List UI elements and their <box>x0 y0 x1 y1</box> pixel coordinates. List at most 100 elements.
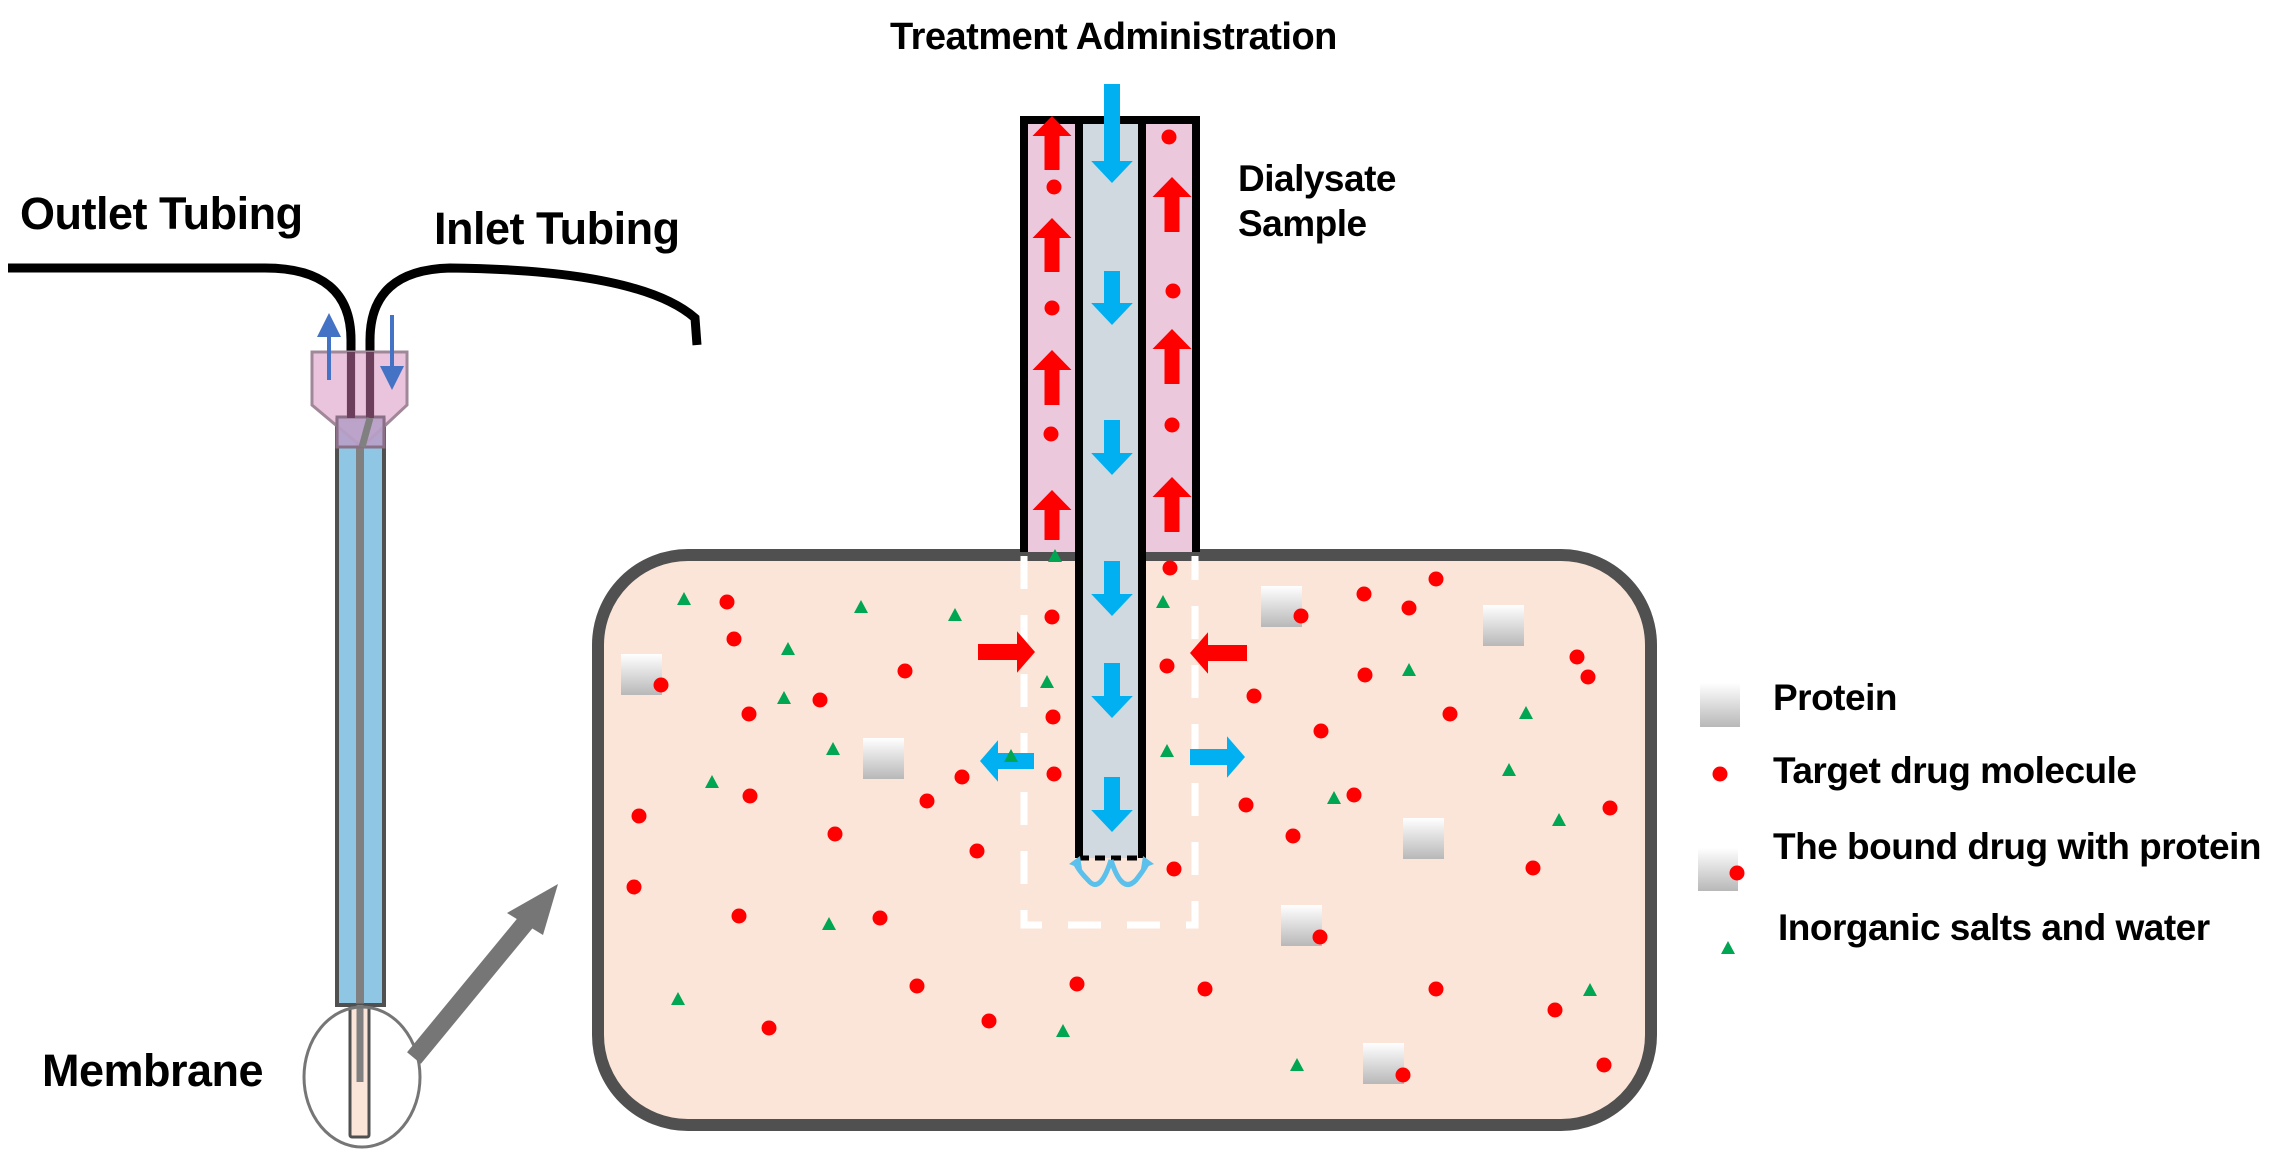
drug-molecule <box>1165 283 1181 299</box>
protein <box>1403 818 1444 859</box>
dialysate-up-arrow-icon <box>1152 177 1192 232</box>
salt-particle <box>1040 675 1054 688</box>
drug-molecule <box>1569 649 1585 665</box>
drug-molecule <box>827 826 843 842</box>
salt-particle <box>826 742 840 755</box>
perfusate-down-arrow-icon <box>1091 777 1133 832</box>
perfusate-down-arrow-icon <box>1091 561 1133 616</box>
dialysate-up-arrow-icon <box>1032 490 1072 540</box>
dialysate-up-arrow-icon <box>1032 218 1072 272</box>
legend-item-drug: Target drug molecule <box>1773 750 2137 792</box>
salt-particle <box>854 600 868 613</box>
drug-molecule <box>1313 723 1329 739</box>
bound-drug-protein <box>1363 1043 1411 1084</box>
drug-molecule <box>741 706 757 722</box>
salt-particle <box>822 917 836 930</box>
salt-particle <box>1048 549 1062 562</box>
drug-molecule <box>1046 179 1062 195</box>
inlet-tubing-label: Inlet Tubing <box>434 203 680 254</box>
salt-particle <box>1290 1058 1304 1071</box>
legend-protein-icon <box>1700 683 1740 727</box>
outlet-tubing <box>8 263 356 440</box>
drug-molecule <box>1069 976 1085 992</box>
salt-particle <box>677 592 691 605</box>
inner-tube-bend <box>358 417 374 448</box>
perfusate-out-arrow-icon <box>1190 736 1245 778</box>
perfusate-down-arrow-icon <box>1091 420 1133 475</box>
salt-particle <box>948 608 962 621</box>
drug-molecule <box>954 769 970 785</box>
salt-particle <box>1056 1024 1070 1037</box>
drug-molecule <box>1602 800 1618 816</box>
inflow-channel <box>1082 120 1139 858</box>
drug-molecule <box>897 663 913 679</box>
drug-molecule <box>1045 709 1061 725</box>
drug-molecule <box>1164 417 1180 433</box>
drug-molecule <box>1395 1067 1411 1083</box>
drug-molecule <box>872 910 888 926</box>
drug-molecule <box>1356 586 1372 602</box>
drug-molecule <box>981 1013 997 1029</box>
drug-molecule <box>1166 861 1182 877</box>
diffusion-boundary <box>1020 556 1199 929</box>
probe-cross-section <box>1020 116 1200 929</box>
drug-molecule <box>1246 688 1262 704</box>
drug-molecule <box>1159 658 1175 674</box>
legend-item-bound: The bound drug with protein <box>1773 826 2261 868</box>
protein <box>1483 605 1524 646</box>
drug-molecule <box>1162 560 1178 576</box>
drug-molecule <box>1044 300 1060 316</box>
treatment-inflow-arrow-icon <box>1091 84 1133 183</box>
legend-label-protein: Protein <box>1773 677 1897 718</box>
salt-particle <box>671 992 685 1005</box>
drug-molecule <box>653 677 669 693</box>
salt-particle <box>1156 595 1170 608</box>
drug-molecule <box>969 843 985 859</box>
drug-molecule <box>631 808 647 824</box>
outlet-tubing-label: Outlet Tubing <box>20 188 303 239</box>
salt-particle <box>1402 663 1416 676</box>
drug-molecule <box>1044 609 1060 625</box>
legend-item-protein: Protein <box>1773 677 1897 719</box>
membrane-highlight-circle <box>302 1005 422 1149</box>
legend-label-bound: The bound drug with protein <box>1773 826 2261 867</box>
drug-molecule <box>1285 828 1301 844</box>
drug-molecule <box>1312 929 1328 945</box>
drug-diffusion-in-arrow-icon <box>1190 632 1247 674</box>
drug-molecule <box>1161 129 1177 145</box>
salt-particle <box>1552 813 1566 826</box>
perfusate-down-arrow-icon <box>1091 271 1133 325</box>
drug-molecule <box>1238 797 1254 813</box>
diagram-title: Treatment Administration <box>890 16 1337 58</box>
salt-particle <box>777 691 791 704</box>
bound-drug-protein <box>621 654 669 695</box>
drug-molecule <box>626 879 642 895</box>
drug-molecule <box>742 788 758 804</box>
legend-bound-drug-icon <box>1729 865 1745 881</box>
drug-molecule <box>1547 1002 1563 1018</box>
zoom-pointer-arrow-icon <box>407 884 558 1064</box>
drug-molecule <box>1046 766 1062 782</box>
drug-molecule <box>761 1020 777 1036</box>
salt-particle <box>1004 749 1018 762</box>
perfusate-down-arrow-icon <box>1091 663 1133 718</box>
sample-label: Sample <box>1238 203 1367 244</box>
drug-molecule <box>1346 787 1362 803</box>
salt-particle <box>1502 763 1516 776</box>
drug-molecule <box>1401 600 1417 616</box>
bound-drug-protein <box>1261 586 1309 627</box>
legend-label-drug: Target drug molecule <box>1773 750 2137 791</box>
dialysate-up-arrow-icon <box>1152 329 1192 384</box>
drug-molecule <box>1357 667 1373 683</box>
probe-left <box>8 263 702 1149</box>
drug-molecule <box>731 908 747 924</box>
drug-molecule <box>1428 981 1444 997</box>
inlet-tubing <box>365 263 702 440</box>
legend-item-salt: Inorganic salts and water <box>1778 907 2210 949</box>
legend-drug-icon <box>1712 766 1728 782</box>
salt-particle <box>1160 744 1174 757</box>
drug-molecule <box>1428 571 1444 587</box>
drug-molecule <box>1197 981 1213 997</box>
drug-molecule <box>1293 608 1309 624</box>
